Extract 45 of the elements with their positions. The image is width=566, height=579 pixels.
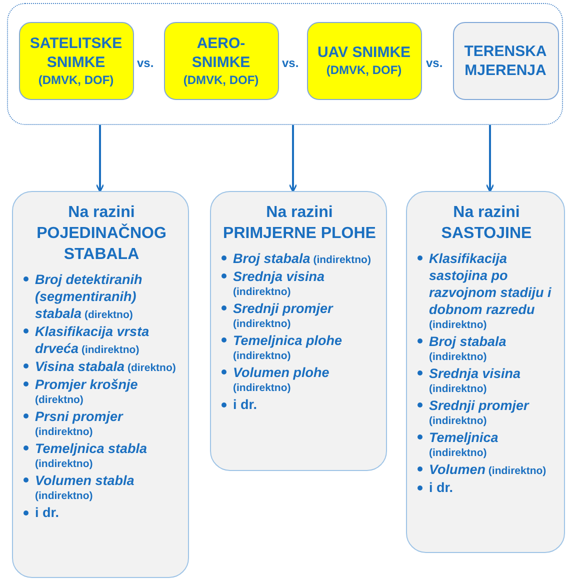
- panel-heading: Na razini SASTOJINE: [440, 203, 533, 244]
- arrow: [486, 125, 494, 192]
- source-box: [306, 22, 422, 100]
- source-title: TERENSKA MJERENJA: [463, 42, 548, 80]
- list-item: Temeljnica stabla (indirektno): [21, 440, 182, 471]
- list-item: i dr.: [21, 504, 182, 521]
- comparison-label: vs.: [282, 56, 299, 70]
- arrow: [96, 125, 104, 192]
- list-item: Broj stabala (indirektno): [219, 250, 380, 267]
- level-panel: [12, 191, 189, 578]
- source-box: [164, 22, 278, 100]
- source-subtitle: (DMVK, DOF): [38, 72, 114, 88]
- list-item: Prsni promjer (indirektno): [21, 408, 182, 439]
- comparison-label: vs.: [426, 56, 443, 70]
- list-item: i dr.: [415, 479, 558, 496]
- level-panel: [210, 191, 387, 471]
- source-box: [452, 22, 558, 100]
- list-item: Volumen plohe (indirektno): [219, 364, 380, 395]
- list-item: Srednja visina (indirektno): [415, 365, 558, 396]
- source-box: [18, 22, 134, 100]
- level-panel: [406, 191, 565, 553]
- list-item: Volumen stabla (indirektno): [21, 472, 182, 503]
- source-title: AERO- SNIMKE: [190, 34, 252, 72]
- panel-heading: Na razini PRIMJERNE PLOHE: [222, 203, 377, 244]
- list-item: Srednji promjer (indirektno): [415, 397, 558, 428]
- panel-heading: Na razini POJEDINAČNOG STABALA: [36, 203, 168, 265]
- source-subtitle: (DMVK, DOF): [326, 62, 402, 78]
- list-item: i dr.: [219, 396, 380, 413]
- list-item: Srednja visina (indirektno): [219, 268, 380, 299]
- list-item: Klasifikacija sastojina po razvojnom stadiju i dobnom razredu (indirektno): [415, 250, 558, 332]
- arrow: [288, 125, 298, 192]
- list-item: Broj stabala (indirektno): [415, 333, 558, 364]
- list-item: Temeljnica plohe (indirektno): [219, 332, 380, 363]
- list-item: Visina stabala (direktno): [21, 358, 182, 375]
- source-subtitle: (DMVK, DOF): [183, 72, 259, 88]
- list-item: Promjer krošnje (direktno): [21, 376, 182, 407]
- list-item: Klasifikacija vrsta drveća (indirektno): [21, 323, 182, 357]
- group-frame: [7, 3, 563, 125]
- list-item: Broj detektiranih (segmentiranih) stabala (direktno): [21, 271, 182, 322]
- list-item: Srednji promjer (indirektno): [219, 300, 380, 331]
- list-item: Volumen (indirektno): [415, 461, 558, 478]
- comparison-label: vs.: [137, 56, 154, 70]
- source-title: SATELITSKE SNIMKE: [28, 34, 124, 72]
- list-item: Temeljnica (indirektno): [415, 429, 558, 460]
- source-title: UAV SNIMKE: [317, 43, 411, 62]
